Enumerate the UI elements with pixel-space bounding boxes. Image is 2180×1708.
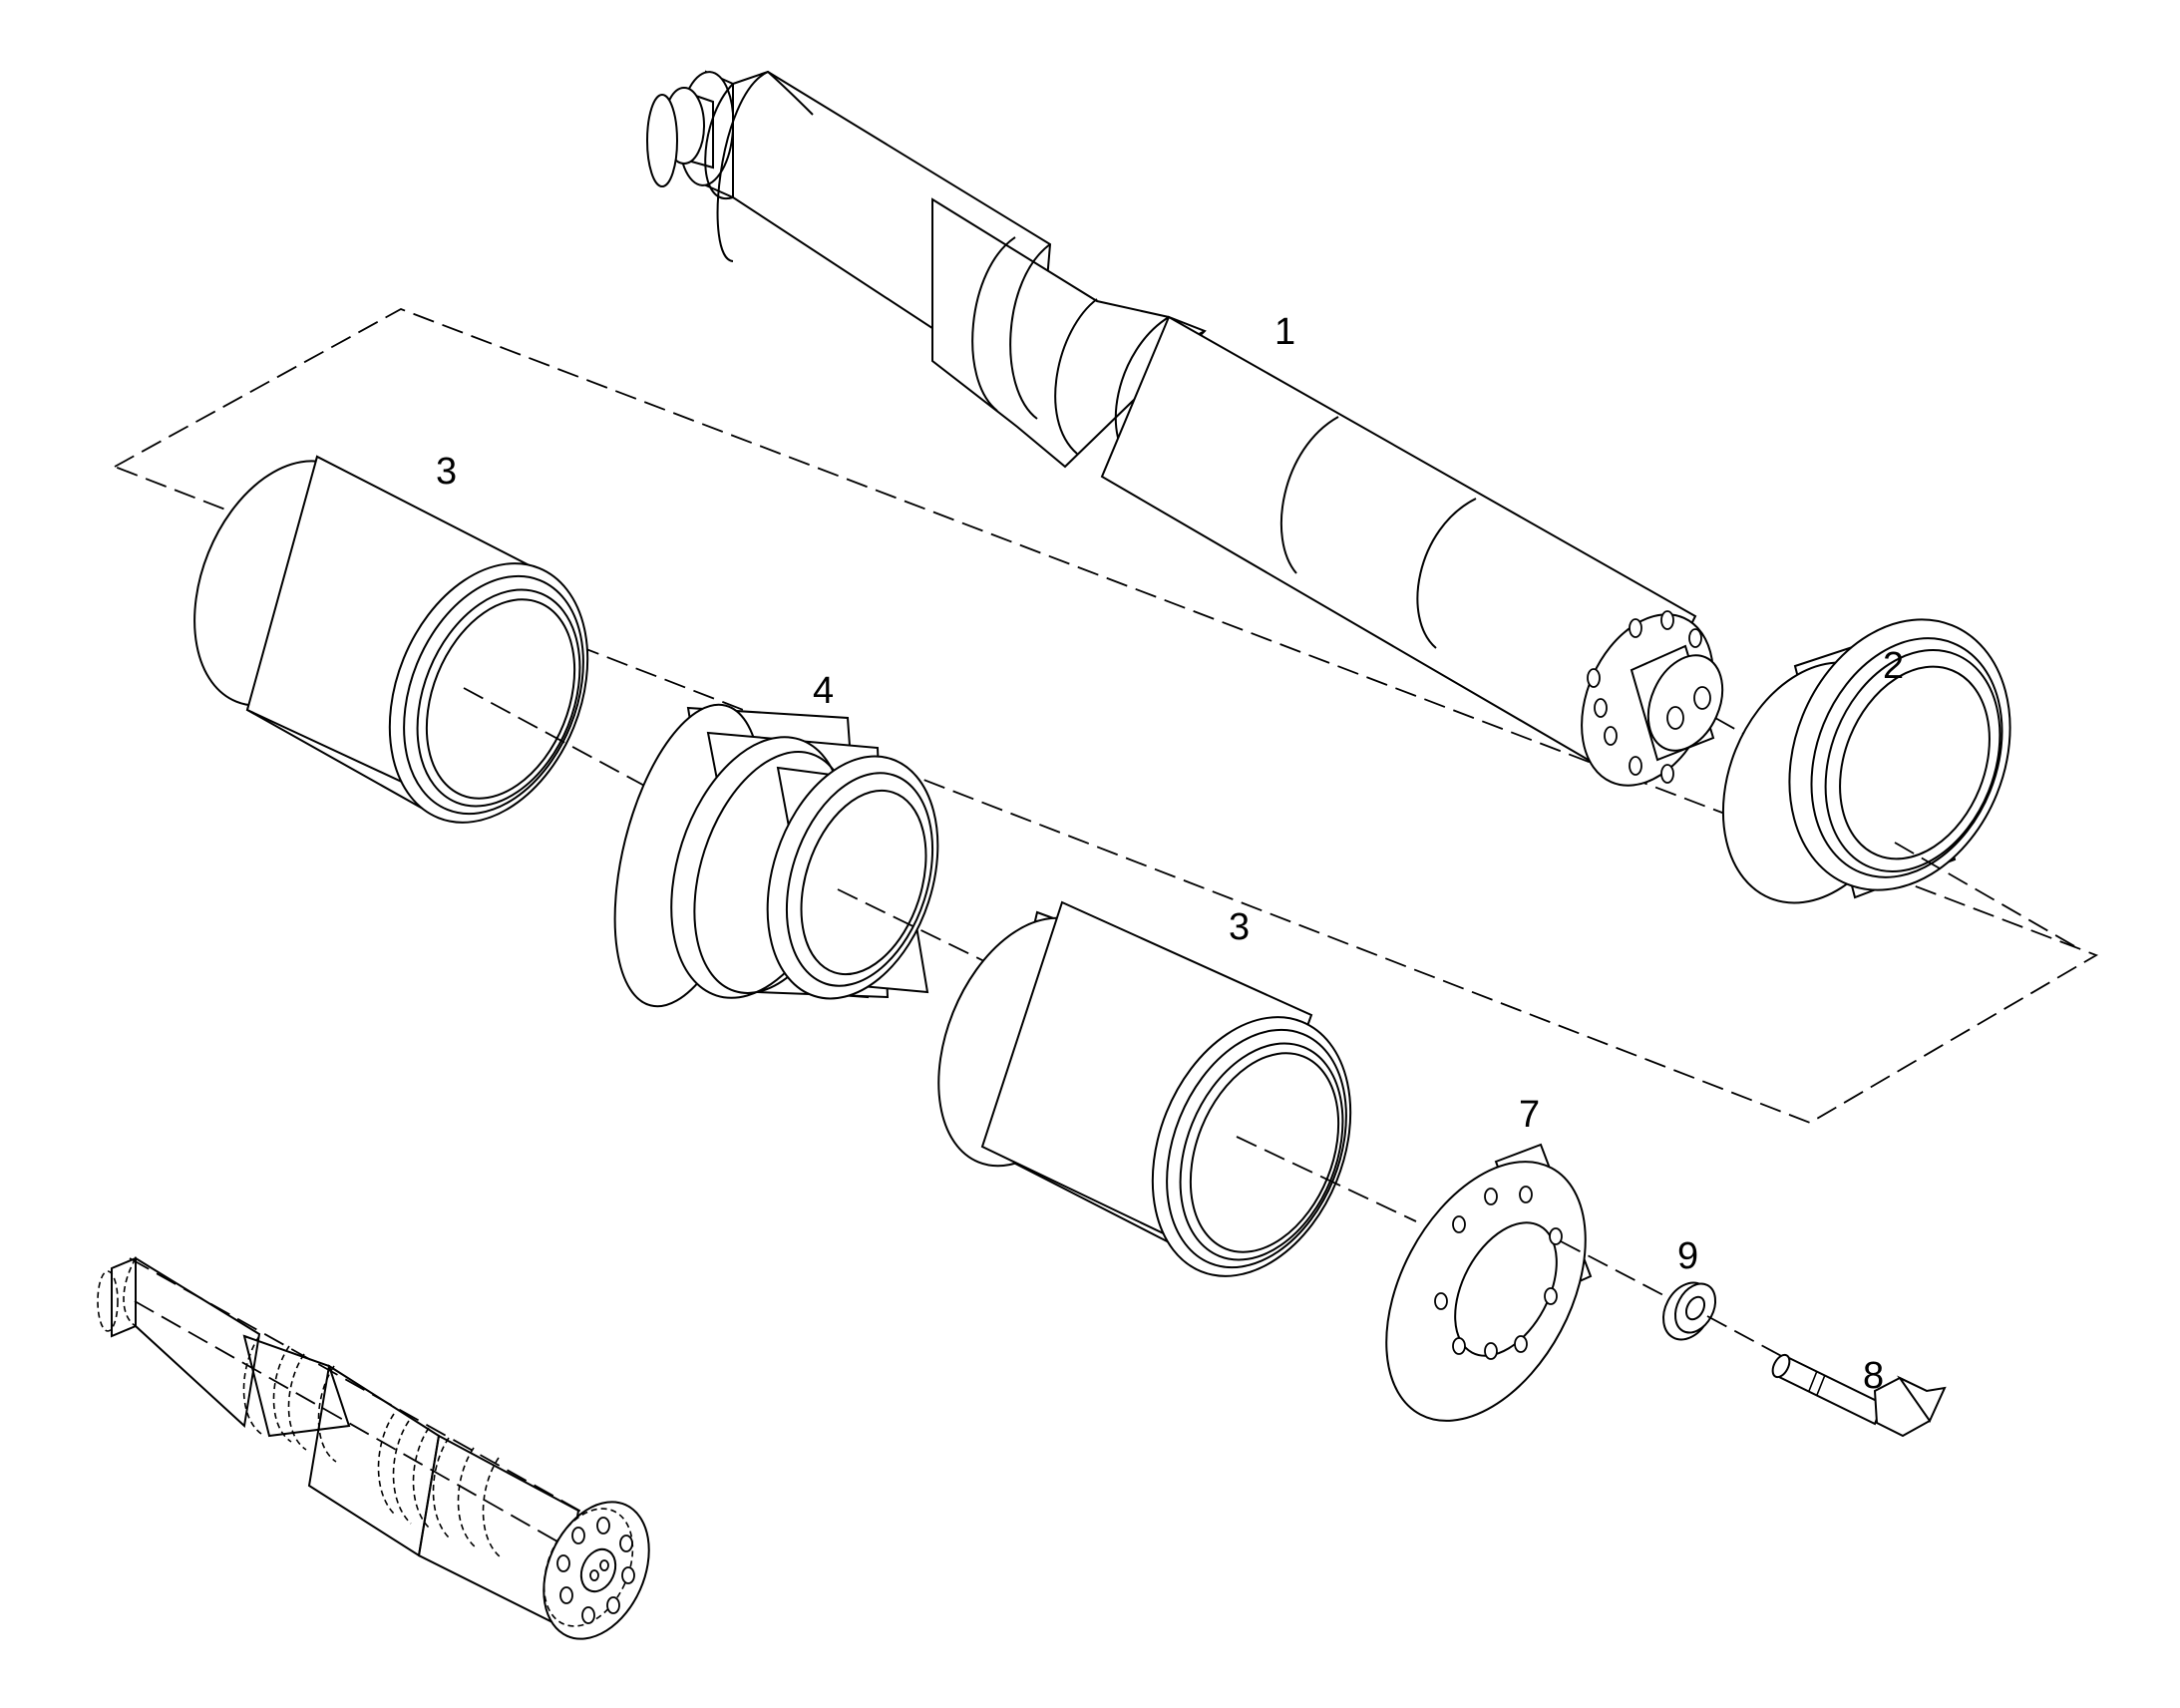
part-9-washer bbox=[1662, 1281, 1717, 1341]
part-2-ring bbox=[1721, 618, 2077, 948]
part-7-flange-plate bbox=[1385, 1143, 1593, 1422]
label-part-3-second: 3 bbox=[1229, 906, 1250, 948]
label-part-3-first: 3 bbox=[436, 451, 457, 493]
label-part-7: 7 bbox=[1519, 1094, 1540, 1136]
part-4-bushing bbox=[613, 703, 939, 1008]
assembly-boundary bbox=[112, 308, 2099, 1124]
label-part-9: 9 bbox=[1677, 1235, 1698, 1277]
part-1-shaft bbox=[646, 70, 1724, 787]
label-part-2: 2 bbox=[1883, 645, 1904, 687]
label-part-1: 1 bbox=[1274, 311, 1295, 353]
part-8-bolt bbox=[1771, 1353, 1947, 1438]
part-3-cylinder-second bbox=[937, 900, 1352, 1277]
assembled-shaft-thumbnail bbox=[97, 1256, 650, 1640]
label-part-4: 4 bbox=[813, 670, 834, 712]
part-3-cylinder-first bbox=[193, 455, 589, 824]
label-part-8: 8 bbox=[1863, 1355, 1884, 1397]
